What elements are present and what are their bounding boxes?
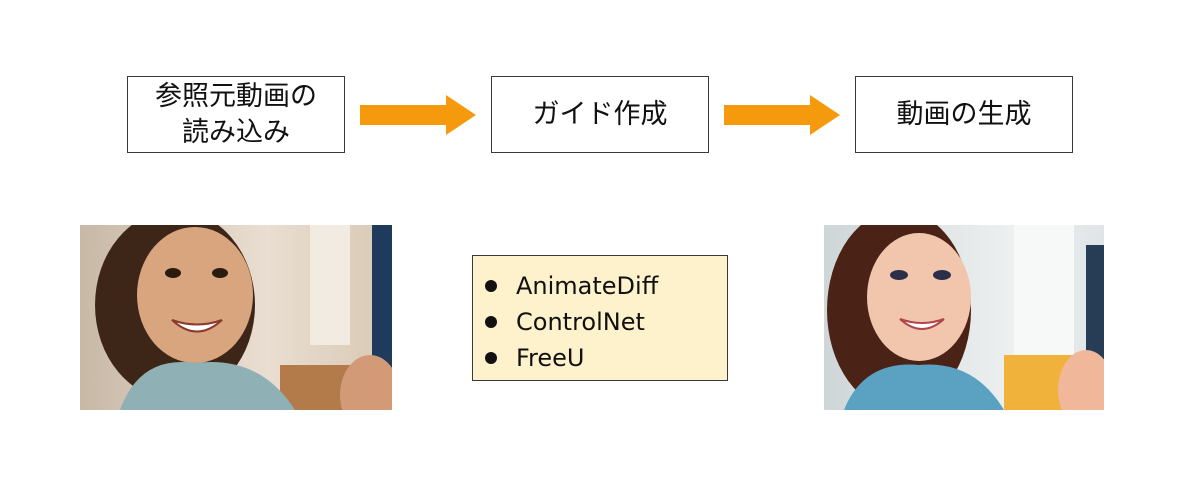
step-load-reference-video: 参照元動画の 読み込み — [127, 76, 345, 153]
bullet-icon — [485, 352, 497, 364]
step-label: 動画の生成 — [896, 98, 1032, 130]
reference-video-frame — [80, 225, 392, 410]
tool-label: FreeU — [516, 344, 585, 372]
step-create-guide: ガイド作成 — [491, 76, 709, 153]
list-item: AnimateDiff — [485, 268, 727, 304]
step-generate-video: 動画の生成 — [855, 76, 1073, 153]
flow-arrow-2 — [724, 95, 840, 135]
tools-list: AnimateDiff ControlNet FreeU — [485, 268, 727, 376]
step-label: ガイド作成 — [532, 98, 668, 130]
bullet-icon — [485, 316, 497, 328]
list-item: ControlNet — [485, 304, 727, 340]
tool-label: AnimateDiff — [516, 272, 659, 300]
bullet-icon — [485, 280, 497, 292]
tool-label: ControlNet — [516, 308, 645, 336]
list-item: FreeU — [485, 340, 727, 376]
step-label-line2: 読み込み — [182, 116, 290, 148]
generated-video-frame — [824, 225, 1104, 410]
tools-list-box: AnimateDiff ControlNet FreeU — [472, 255, 728, 381]
flow-arrow-1 — [360, 95, 476, 135]
step-label-line1: 参照元動画の — [155, 80, 317, 112]
